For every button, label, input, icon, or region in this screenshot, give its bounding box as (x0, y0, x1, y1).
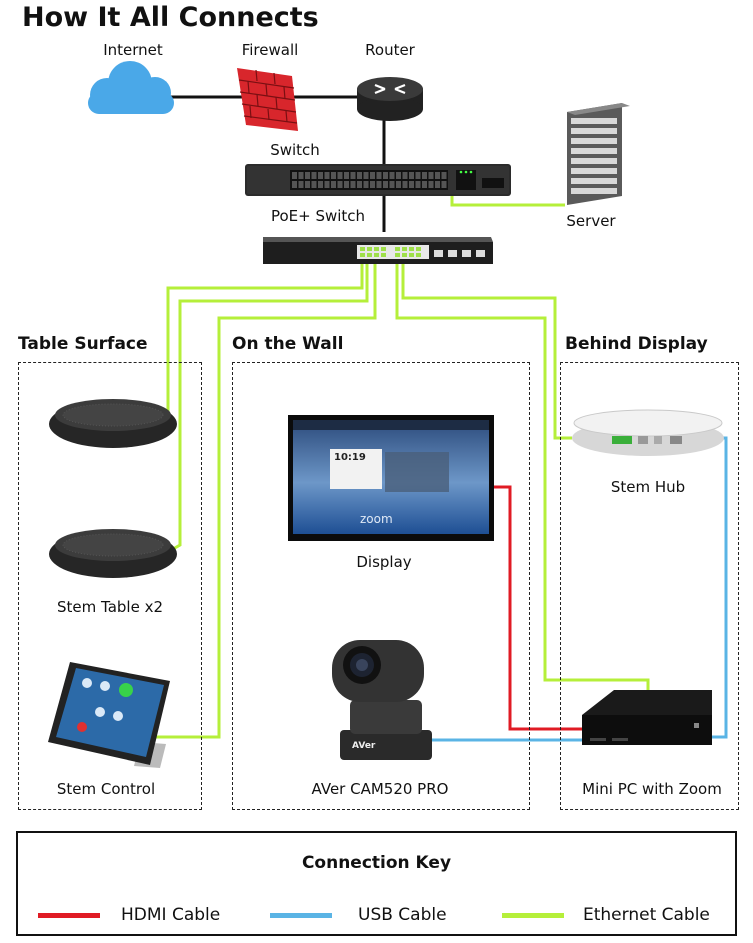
switch-port (363, 172, 369, 179)
stem-hub-label: Stem Hub (610, 478, 686, 496)
switch-port (415, 181, 421, 188)
ethernet-key-swatch (502, 913, 564, 918)
display-brand-logo: zoom (360, 512, 393, 526)
switch-port (363, 181, 369, 188)
switch-port (376, 172, 382, 179)
camera-label: AVer CAM520 PRO (311, 780, 449, 798)
switch-port (305, 181, 310, 188)
switch-port (344, 172, 349, 179)
switch-port (435, 181, 440, 188)
hdmi-key-label: HDMI Cable (121, 905, 221, 925)
poe-switch-label: PoE+ Switch (270, 207, 366, 225)
router-label: Router (365, 41, 415, 59)
switch-port (402, 181, 408, 188)
firewall-icon (237, 68, 298, 131)
cloud-icon (88, 61, 174, 114)
switch-port (402, 172, 408, 179)
switch-port (415, 172, 421, 179)
display-clock: 10:19 (334, 452, 366, 463)
zone-on-the-wall (232, 362, 530, 810)
zone-title-on-the-wall: On the Wall (232, 334, 344, 354)
usb-key-label: USB Cable (358, 905, 447, 925)
switch-port (324, 181, 330, 188)
mini-pc-icon (582, 690, 712, 745)
zone-behind-display (560, 362, 739, 810)
switch-port (389, 172, 395, 179)
stem-table-icon-1 (49, 399, 177, 448)
switch-port (357, 181, 362, 188)
server-icon (567, 103, 630, 205)
zone-title-table-surface: Table Surface (18, 334, 148, 354)
switch-port (389, 181, 395, 188)
switch-port (331, 172, 336, 179)
firewall-label: Firewall (241, 41, 299, 59)
switch-port (305, 172, 310, 179)
connection-key: Connection Key HDMI Cable USB Cable Ethe… (16, 831, 737, 936)
server-label: Server (566, 212, 616, 230)
mini-pc-label: Mini PC with Zoom (582, 780, 722, 798)
camera-icon (332, 640, 432, 760)
switch-port (298, 172, 304, 179)
internet-label: Internet (103, 41, 163, 59)
switch-port (370, 181, 375, 188)
switch-port (428, 172, 434, 179)
stem-table-label: Stem Table x2 (57, 598, 163, 616)
switch-port (331, 181, 336, 188)
switch-port (376, 181, 382, 188)
switch-port (311, 172, 317, 179)
usb-key-swatch (270, 913, 332, 918)
switch-port (357, 172, 362, 179)
switch-port (324, 172, 330, 179)
camera-brand-logo: AVer (352, 741, 376, 751)
poe-switch-icon (263, 237, 493, 264)
switch-port (383, 181, 388, 188)
switch-port (435, 172, 440, 179)
zone-title-behind-display: Behind Display (565, 334, 708, 354)
switch-port (428, 181, 434, 188)
switch-port (337, 181, 343, 188)
switch-port (383, 172, 388, 179)
switch-port (350, 181, 356, 188)
zone-table-surface (18, 362, 202, 810)
switch-port (311, 181, 317, 188)
page-title: How It All Connects (22, 2, 319, 33)
router-icon (357, 77, 423, 121)
stem-control-icon (48, 662, 170, 768)
switch-port (298, 181, 304, 188)
ethernet-key-label: Ethernet Cable (583, 905, 710, 925)
switch-port (318, 172, 323, 179)
switch-port (441, 172, 447, 179)
hdmi-cable (493, 485, 582, 731)
switch-port (337, 172, 343, 179)
switch-port (422, 181, 427, 188)
switch-port (350, 172, 356, 179)
switch-port (318, 181, 323, 188)
switch-port (396, 181, 401, 188)
switch-icon (245, 164, 511, 196)
hdmi-key-swatch (38, 913, 100, 918)
switch-port (422, 172, 427, 179)
ethernet-cables (152, 190, 650, 739)
switch-port (292, 172, 297, 179)
switch-port (292, 181, 297, 188)
stem-hub-icon (572, 409, 724, 456)
switch-port (409, 181, 414, 188)
stem-control-label: Stem Control (56, 780, 156, 798)
display-label: Display (356, 553, 412, 571)
switch-port (370, 172, 375, 179)
switch-port (396, 172, 401, 179)
connection-key-title: Connection Key (301, 853, 452, 873)
stem-table-icon-2 (49, 529, 177, 578)
switch-label: Switch (270, 141, 320, 159)
switch-port (409, 172, 414, 179)
display-icon (288, 415, 494, 541)
switch-port (344, 181, 349, 188)
switch-port (441, 181, 447, 188)
